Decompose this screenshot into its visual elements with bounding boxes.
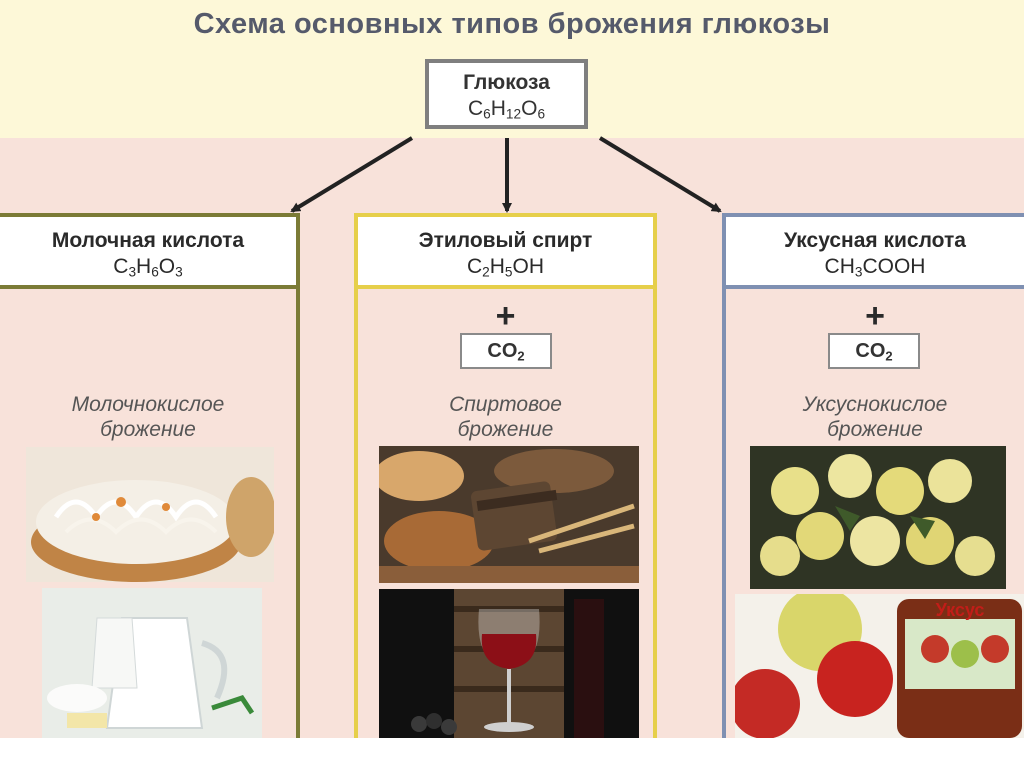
sauerkraut-photo xyxy=(26,447,274,582)
column-ethyl-alcohol: Этиловый спирт C2H5OH + CO2 Спиртовое бр… xyxy=(354,213,657,738)
branch-arrows xyxy=(0,0,1024,230)
column-header: Молочная кислота C3H6O3 xyxy=(0,217,296,289)
co2-box: CO2 xyxy=(828,333,920,369)
process-label: Спиртовое брожение xyxy=(358,392,653,442)
vinegar-label: Уксус xyxy=(936,600,985,620)
product-name: Этиловый спирт xyxy=(358,229,653,253)
vinegar-apples-photo: Уксус xyxy=(735,594,1024,738)
product-formula: C2H5OH xyxy=(358,255,653,279)
product-name: Уксусная кислота xyxy=(726,229,1024,253)
column-acetic-acid: Уксусная кислота CH3COOH + CO2 Уксусноки… xyxy=(722,213,1024,738)
product-formula: CH3COOH xyxy=(726,255,1024,279)
bread-photo xyxy=(379,446,639,583)
milk-jug-photo xyxy=(42,588,262,738)
pickled-apples-photo xyxy=(750,446,1006,589)
plus-sign: + xyxy=(358,297,653,336)
product-name: Молочная кислота xyxy=(0,229,296,253)
column-header: Этиловый спирт C2H5OH xyxy=(358,217,653,289)
process-label: Уксуснокислое брожение xyxy=(726,392,1024,442)
column-header: Уксусная кислота CH3COOH xyxy=(726,217,1024,289)
co2-box: CO2 xyxy=(460,333,552,369)
process-label: Молочнокислое брожение xyxy=(0,392,296,442)
arrow-to-acetic xyxy=(600,138,720,211)
column-lactic-acid: Молочная кислота C3H6O3 Молочнокислое бр… xyxy=(0,213,300,738)
product-formula: C3H6O3 xyxy=(0,255,296,279)
wine-glass-photo xyxy=(379,589,639,738)
arrow-to-lactic xyxy=(292,138,412,211)
plus-sign: + xyxy=(726,297,1024,336)
